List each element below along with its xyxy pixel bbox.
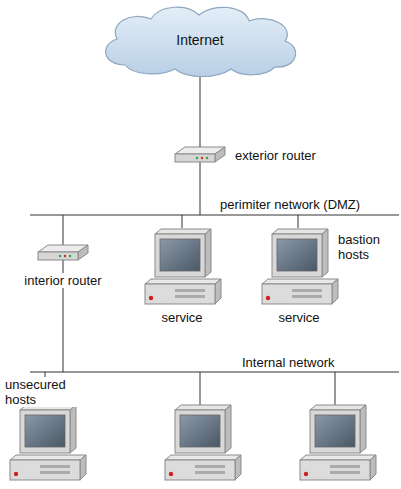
node-label: exterior router [235, 148, 316, 163]
node-label: interior router [22, 273, 103, 288]
interior-router: interior router [8, 245, 118, 289]
group-label: bastion hosts [336, 232, 398, 262]
network-link [200, 74, 201, 147]
bastion-host: service [137, 228, 227, 326]
cloud-label: Internet [176, 33, 223, 48]
network-label: Internal network [240, 355, 337, 370]
node-label: service [276, 310, 321, 325]
network-label: perimiter network (DMZ) [218, 197, 362, 212]
internet-cloud: Internet [95, 3, 305, 78]
group-label: unsecured hosts [3, 377, 77, 407]
bastion-host: service [254, 228, 344, 326]
node-label: service [159, 310, 204, 325]
exterior-router: exterior router [175, 147, 316, 163]
